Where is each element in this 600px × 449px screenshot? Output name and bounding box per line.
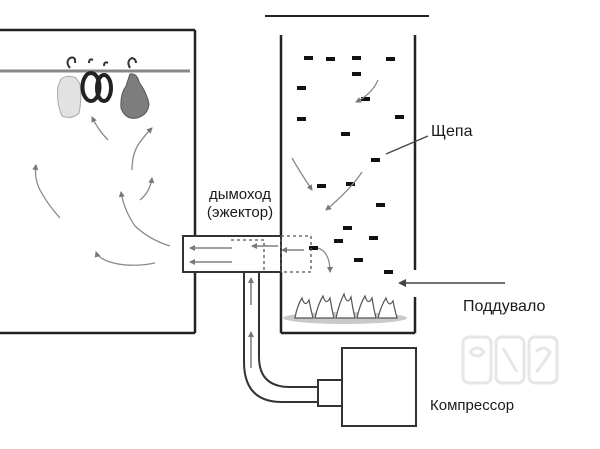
ejector-label: (эжектор): [207, 204, 273, 221]
ham-icon: [120, 73, 150, 119]
watermark-logo: [461, 335, 559, 385]
firebox-flow-arrows: [291, 79, 379, 273]
ring-sausage-icon: [95, 73, 113, 103]
smoke-flow-arrows: [32, 116, 171, 266]
compressor-box: [317, 347, 417, 427]
blower-label: Поддувало: [463, 298, 545, 315]
chips-pointer-line: [385, 135, 429, 155]
chimney-label: дымоход: [209, 186, 271, 203]
chips-label: Щепа: [431, 123, 473, 140]
sausage-icon: [57, 75, 82, 118]
compressor-label: Компрессор: [430, 397, 514, 414]
wood-chips: [297, 56, 404, 274]
tube-flow-arrows: [189, 243, 304, 265]
hanging-products: [57, 56, 150, 119]
ring-sausage-icon: [80, 71, 102, 103]
fire-icon: [283, 292, 407, 324]
ejector-tube: [182, 235, 312, 273]
smoking-chamber: [0, 28, 197, 335]
air-pipe: [243, 272, 320, 403]
firebox: [265, 15, 429, 335]
